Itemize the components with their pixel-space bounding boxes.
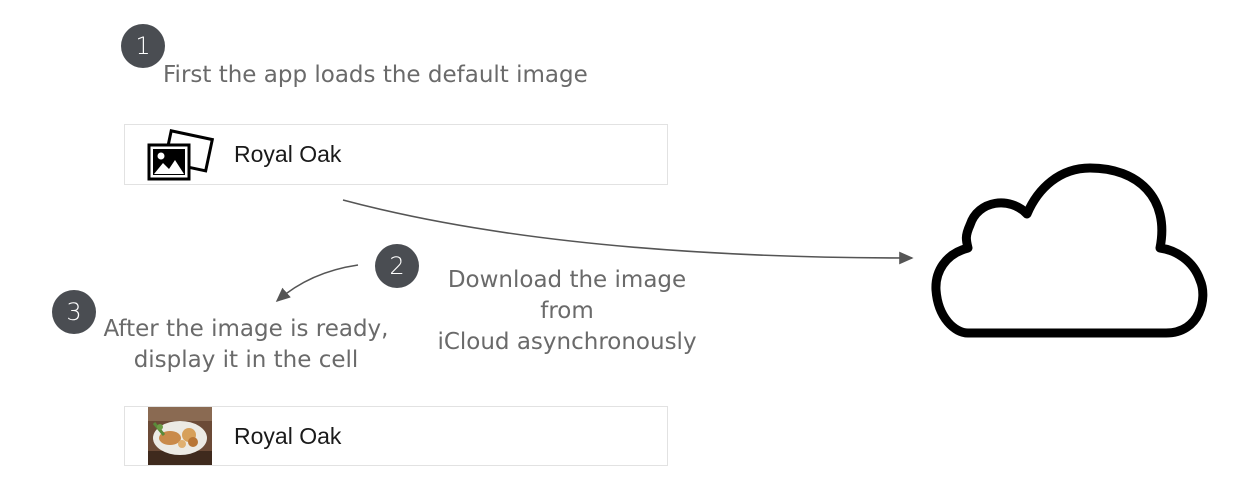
placeholder-photo-icon (145, 127, 217, 190)
step-3-badge: 3 (52, 290, 96, 334)
step-1-caption: First the app loads the default image (163, 62, 588, 88)
food-photo (148, 407, 212, 470)
step-3-caption: After the image is ready, display it in … (103, 314, 389, 376)
arrow-to-cell (275, 264, 359, 303)
cell-title: Royal Oak (234, 141, 342, 167)
step-2-badge: 2 (375, 244, 419, 288)
table-cell-loaded[interactable]: Royal Oak (124, 406, 668, 466)
cell-title: Royal Oak (234, 423, 342, 449)
step-3-caption-line2: display it in the cell (133, 347, 359, 373)
arrow-to-cloud (342, 199, 914, 265)
step-1-badge: 1 (121, 24, 165, 68)
step-2-caption: Download the image from iCloud asynchron… (422, 265, 712, 358)
step-3-caption-line1: After the image is ready, (103, 316, 389, 342)
step-2-caption-line1: Download the image from (447, 267, 687, 324)
table-cell-default[interactable]: Royal Oak (124, 124, 668, 185)
step-2-caption-line2: iCloud asynchronously (437, 329, 697, 355)
